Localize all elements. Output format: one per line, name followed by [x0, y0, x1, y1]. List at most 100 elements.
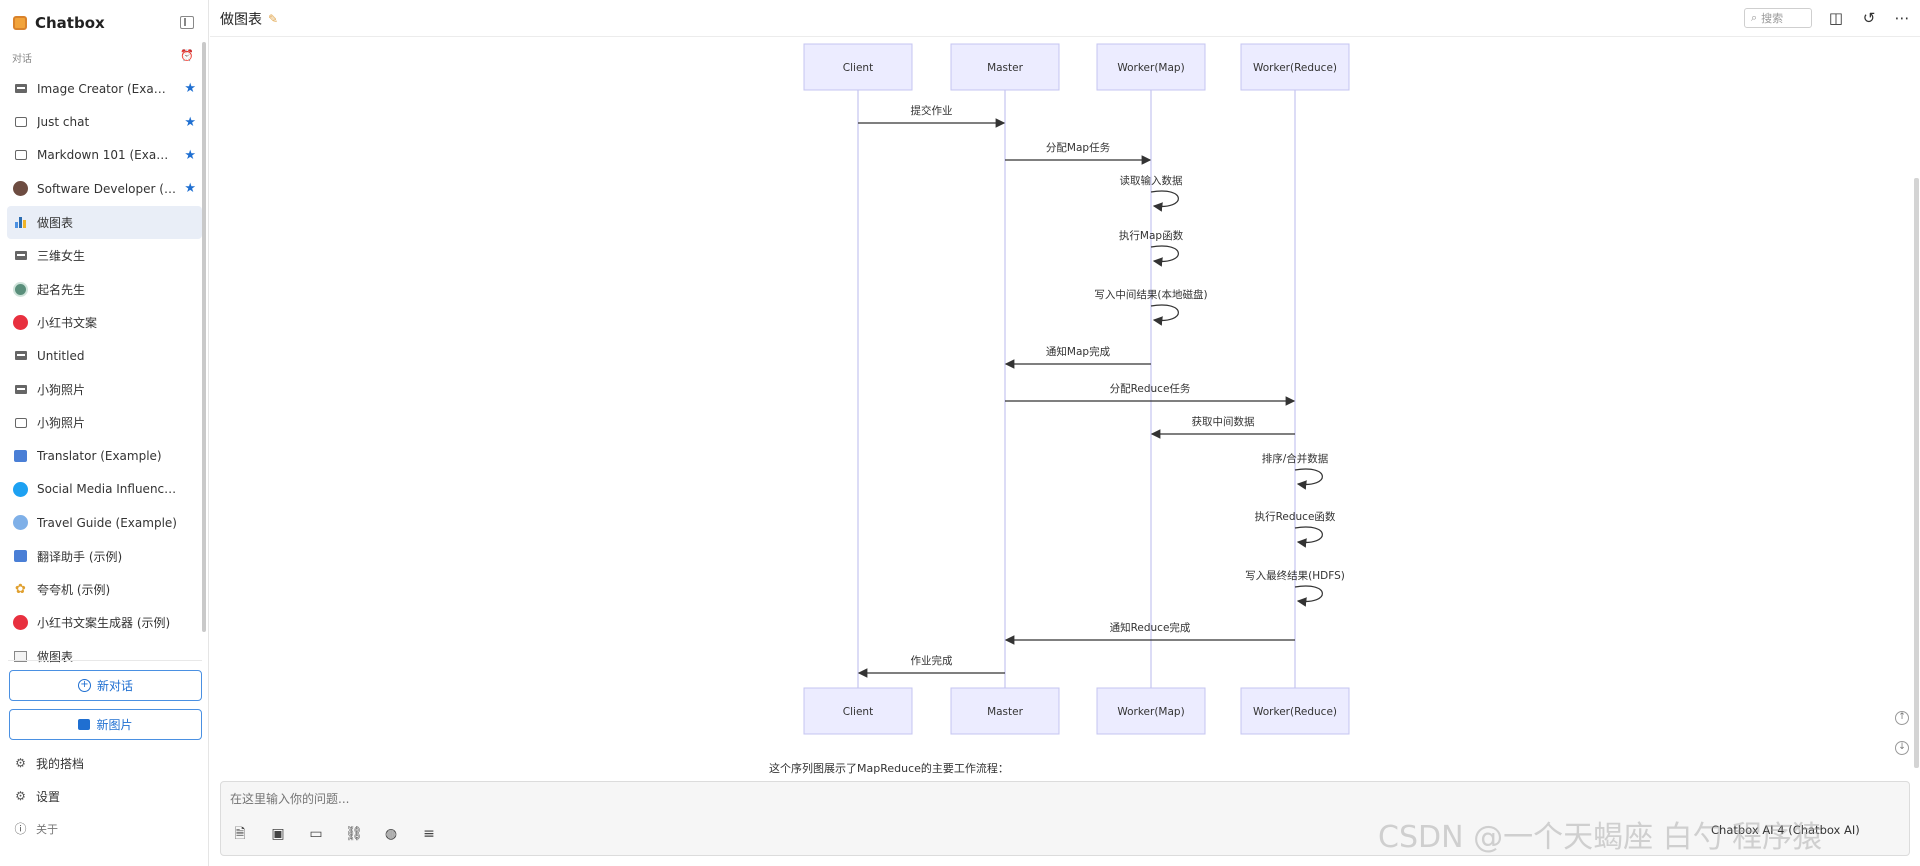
conversation-item[interactable]: 翻译助手 (示例): [7, 539, 202, 572]
conversation-label: Social Media Influencer (Example): [37, 482, 177, 497]
conversation-item[interactable]: Social Media Influencer (Example): [7, 473, 202, 506]
participant-label: Worker(Map): [1117, 706, 1184, 718]
participant-box: [950, 687, 1060, 735]
self-message-arrow: [1294, 468, 1323, 490]
message-input[interactable]: [230, 790, 1130, 808]
participant-box: [1096, 687, 1206, 735]
folder-icon[interactable]: ▭: [309, 826, 323, 842]
participant-box: [1096, 43, 1206, 91]
sidebar-scrollbar[interactable]: [202, 42, 206, 632]
conversation-item[interactable]: 小狗照片: [7, 406, 202, 439]
developer-avatar-icon: [13, 181, 28, 197]
conversation-label: Untitled: [37, 348, 85, 363]
conversation-item[interactable]: 三维女生: [7, 239, 202, 272]
model-selector[interactable]: Chatbox AI 4 (Chatbox AI): [1711, 823, 1860, 837]
conversation-label: 三维女生: [37, 249, 86, 264]
message-label: 排序/合并数据: [1262, 452, 1329, 465]
participant-box: [803, 43, 913, 91]
settings-menu[interactable]: ⚙ 设置: [14, 788, 60, 805]
search-placeholder: 搜索: [1761, 12, 1784, 25]
collapse-sidebar-icon[interactable]: [180, 16, 194, 29]
conversation-label: Translator (Example): [37, 448, 162, 463]
history-icon[interactable]: ↺: [1862, 9, 1876, 27]
bar-chart-icon: [13, 215, 28, 230]
chat-bubble-icon: [13, 415, 28, 430]
conversation-item[interactable]: 做图表: [7, 205, 202, 239]
conversation-label: Software Developer (Example): [37, 181, 177, 196]
conversation-label: 做图表: [37, 649, 74, 664]
folder-icon: [13, 81, 28, 96]
more-options-icon[interactable]: ⋯: [1894, 9, 1910, 27]
star-icon[interactable]: ★: [184, 114, 196, 130]
clean-history-icon[interactable]: ⏰: [180, 49, 194, 62]
message-label: 提交作业: [911, 104, 953, 117]
brand: Chatbox: [13, 14, 105, 32]
about-menu[interactable]: ⓘ 关于: [14, 821, 58, 837]
message-label: 读取输入数据: [1120, 174, 1183, 187]
conversation-label: 翻译助手 (示例): [37, 549, 123, 564]
globe-icon: [13, 515, 28, 531]
conversation-label: Just chat: [37, 115, 90, 130]
message-label: 分配Reduce任务: [1110, 382, 1191, 395]
participant-box: [803, 687, 913, 735]
message-label: 执行Reduce函数: [1255, 510, 1336, 523]
participant-label: Master: [987, 62, 1024, 74]
my-partners-label: 我的搭档: [36, 757, 85, 771]
message-label: 写入中间结果(本地磁盘): [1094, 288, 1207, 301]
attach-image-icon[interactable]: ▣: [271, 826, 285, 842]
chat-title[interactable]: 做图表 ✎: [220, 9, 278, 29]
message-label: 写入最终结果(HDFS): [1245, 569, 1345, 582]
split-view-icon[interactable]: ◫: [1828, 9, 1844, 27]
message-label: 执行Map函数: [1119, 229, 1184, 242]
app-title: Chatbox: [35, 14, 105, 32]
new-chat-button[interactable]: + 新对话: [9, 670, 202, 701]
xiaohongshu-icon: [13, 615, 28, 631]
search-input[interactable]: ⌕ 搜索: [1744, 8, 1812, 28]
conversation-item[interactable]: Software Developer (Example) ★: [7, 172, 202, 205]
translator-icon: [13, 549, 28, 564]
self-message-arrow: [1294, 585, 1323, 607]
round-avatar-icon: [13, 281, 28, 297]
settings-sliders-icon[interactable]: ≡: [423, 826, 435, 842]
new-chat-label: 新对话: [96, 679, 133, 693]
star-icon[interactable]: ★: [184, 147, 196, 163]
conversation-item[interactable]: 小红书文案: [7, 306, 202, 339]
sidebar: Chatbox 对话 ⏰ Image Creator (Example)★Jus…: [0, 0, 209, 866]
conversation-item[interactable]: Translator (Example): [7, 439, 202, 472]
scroll-up-icon[interactable]: ↑: [1895, 711, 1909, 725]
my-partners-menu[interactable]: ⚙ 我的搭档: [14, 755, 84, 772]
star-icon[interactable]: ★: [184, 81, 196, 97]
star-icon[interactable]: ★: [184, 181, 196, 197]
attach-file-icon[interactable]: 🗎: [234, 826, 246, 842]
folder-icon: [13, 248, 28, 263]
conversation-item[interactable]: 小狗照片: [7, 373, 202, 406]
sparkle-icon: ✿: [15, 582, 26, 598]
conversation-item[interactable]: 起名先生: [7, 272, 202, 305]
conversation-label: 小红书文案: [37, 315, 98, 330]
chart-icon: [13, 649, 28, 664]
pencil-icon[interactable]: ✎: [268, 12, 279, 26]
conversation-item[interactable]: Just chat ★: [7, 105, 202, 138]
about-label: 关于: [36, 823, 58, 836]
header: 做图表 ✎ ⌕ 搜索 ◫ ↺ ⋯: [210, 0, 1920, 37]
conversation-label: 小狗照片: [37, 382, 86, 397]
conversation-label: 夸夸机 (示例): [37, 583, 111, 598]
conversation-item[interactable]: Travel Guide (Example): [7, 506, 202, 539]
main-scrollbar[interactable]: [1914, 178, 1919, 768]
self-message-arrow: [1294, 526, 1323, 548]
conversation-item[interactable]: 做图表: [7, 640, 202, 673]
participant-box: [1240, 687, 1350, 735]
conversation-item[interactable]: Image Creator (Example)★: [7, 72, 202, 105]
conversation-item[interactable]: Markdown 101 (Example)★: [7, 139, 202, 172]
conversation-list: Image Creator (Example)★Just chat★Markdo…: [7, 72, 202, 673]
conversation-item[interactable]: Untitled: [7, 339, 202, 372]
message-label: 作业完成: [911, 654, 953, 667]
scroll-down-icon[interactable]: ↓: [1895, 741, 1909, 755]
participant-box: [1240, 43, 1350, 91]
conversation-item[interactable]: ✿ 夸夸机 (示例): [7, 573, 202, 606]
new-image-button[interactable]: 新图片: [9, 709, 202, 740]
link-icon[interactable]: ⛓: [345, 826, 363, 842]
web-search-icon[interactable]: ◍: [384, 826, 398, 842]
conversation-item[interactable]: 小红书文案生成器 (示例): [7, 606, 202, 639]
translator-icon: [13, 448, 28, 463]
